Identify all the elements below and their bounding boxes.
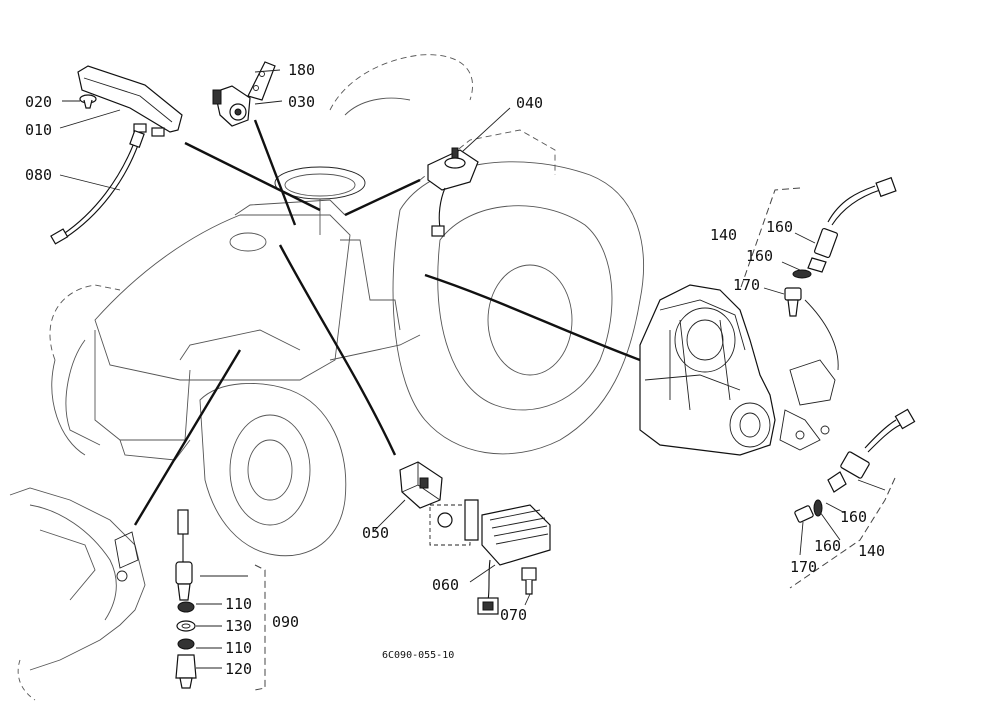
part-080-meter-cable [50, 129, 145, 245]
part-170-sensor-bottom [794, 505, 814, 523]
bracket-140-bottom [789, 477, 896, 589]
diagram-code: 6C090-055-10 [382, 650, 454, 661]
callout-080: 080 [25, 166, 52, 184]
callout-120: 120 [225, 660, 252, 678]
callout-030: 030 [288, 93, 315, 111]
callout-040: 040 [516, 94, 543, 112]
callout-labels: 020 010 080 180 030 040 050 060 070 110 … [25, 61, 885, 678]
callout-170-bottom: 170 [790, 558, 817, 576]
part-050-relay [399, 461, 443, 509]
callout-110-bottom: 110 [225, 639, 252, 657]
part-010-panel-cover [77, 65, 183, 137]
leader-160-bottom [857, 479, 886, 491]
part-110-washer-top [177, 601, 195, 613]
callout-070: 070 [500, 606, 527, 624]
transmission-case-left [9, 487, 146, 701]
leader-lines [133, 119, 641, 526]
part-160-switch-bottom [827, 408, 916, 493]
callout-180: 180 [288, 61, 315, 79]
part-130-gasket [176, 620, 196, 632]
part-090-sender-assembly [175, 509, 193, 601]
callout-160-top-a: 160 [766, 218, 793, 236]
part-020-screw [79, 94, 97, 109]
part-030-switch [212, 85, 251, 127]
callout-140-top: 140 [710, 226, 737, 244]
callout-010: 010 [25, 121, 52, 139]
bracket-140-top [739, 187, 801, 291]
part-060-regulator [429, 499, 551, 615]
callout-020: 020 [25, 93, 52, 111]
callout-060: 060 [432, 576, 459, 594]
callout-160-bottom-a: 160 [840, 508, 867, 526]
part-070-bolt [521, 567, 537, 595]
callout-160-top-b: 160 [746, 247, 773, 265]
callout-140-bottom: 140 [858, 542, 885, 560]
callout-050: 050 [362, 524, 389, 542]
callout-160-bottom-b: 160 [814, 537, 841, 555]
tractor-body-outline [49, 54, 644, 557]
callout-110-top: 110 [225, 595, 252, 613]
part-170-sensor-top [784, 287, 802, 317]
callout-130: 130 [225, 617, 252, 635]
callout-170-top: 170 [733, 276, 760, 294]
bracket-090 [254, 564, 266, 691]
part-160-switch-top [807, 176, 897, 273]
part-120-plug [175, 654, 197, 689]
part-160-washer-top [792, 269, 812, 279]
callout-leaders [59, 69, 846, 669]
callout-090: 090 [272, 613, 299, 631]
part-180-bracket [247, 61, 276, 101]
transmission-housing-right [639, 284, 839, 456]
part-040-switch-assembly [427, 147, 479, 237]
part-110-washer-bottom [177, 638, 195, 650]
